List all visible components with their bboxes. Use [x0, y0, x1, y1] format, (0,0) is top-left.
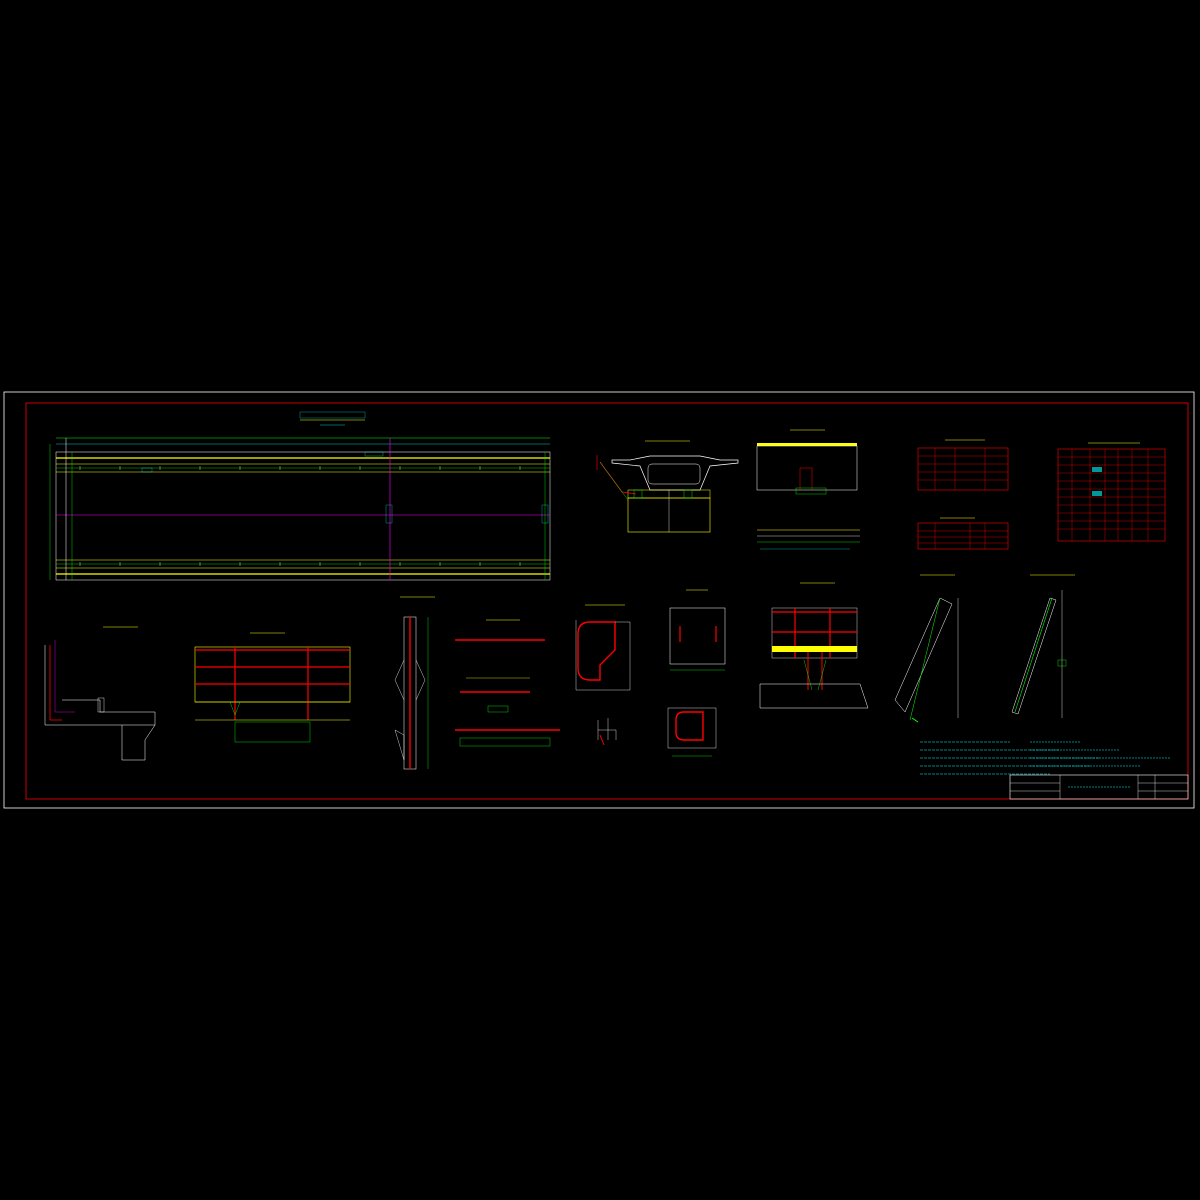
inclined-view-2 [1011, 574, 1075, 718]
rail-detail [455, 619, 560, 747]
elevation-view [756, 429, 860, 550]
anchor-detail [667, 589, 726, 757]
cross-section-view [596, 440, 739, 533]
bracket-detail [575, 604, 631, 746]
inclined-view-1 [894, 574, 959, 723]
railing-section-detail [44, 626, 156, 761]
quantity-tables [917, 439, 1166, 550]
railing-elevation-detail [194, 632, 351, 743]
plan-view [49, 411, 551, 581]
drawing-frame [25, 402, 1189, 800]
general-notes [920, 741, 1170, 775]
post-elevation-detail [394, 596, 435, 770]
sheet-border [3, 391, 1195, 809]
title-block [1009, 774, 1189, 800]
post-front-detail [759, 582, 869, 709]
